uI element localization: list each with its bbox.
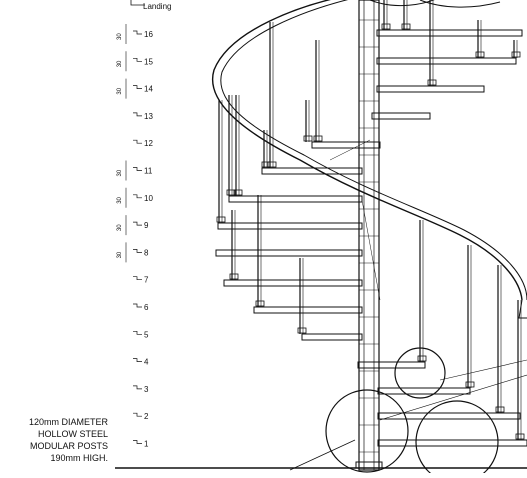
baluster-foot: [297, 327, 307, 334]
dimension-label: 30: [117, 251, 123, 258]
step-number-13: 13: [144, 112, 153, 121]
step-number-5: 5: [144, 330, 149, 339]
baluster-foot: [465, 381, 475, 388]
post-note-line-4: 190mm HIGH.: [50, 453, 108, 463]
step-tick-11: [133, 167, 142, 171]
step-tick-13: [133, 112, 142, 117]
step-tick-9: [133, 221, 142, 226]
baluster-foot: [261, 161, 271, 168]
dimension-label: 30: [117, 224, 123, 231]
stringer-line: [289, 439, 356, 471]
dimension-label: 30: [117, 60, 123, 67]
step-tick-10: [133, 194, 142, 199]
step-number-8: 8: [144, 248, 149, 257]
tread: [253, 306, 363, 314]
baluster-foot: [303, 135, 313, 142]
baluster-foot: [229, 273, 239, 280]
detail-circle: [394, 347, 446, 399]
step-number-16: 16: [144, 30, 153, 39]
tread: [301, 333, 363, 341]
tread: [371, 112, 431, 120]
dimension-label: 30: [117, 33, 123, 40]
baluster-foot: [427, 79, 437, 86]
baluster-foot: [515, 433, 525, 440]
baluster-foot: [495, 406, 505, 413]
tread: [217, 222, 363, 230]
tread: [261, 167, 363, 175]
step-tick-8: [133, 249, 142, 253]
step-number-7: 7: [144, 276, 149, 285]
step-tick-5: [133, 330, 142, 335]
landing-marker: [130, 0, 145, 6]
step-tick-6: [133, 303, 142, 308]
dimension-label: 30: [117, 169, 123, 176]
step-number-2: 2: [144, 412, 149, 421]
handrail: [220, 0, 527, 301]
step-number-15: 15: [144, 57, 153, 66]
tread: [377, 387, 471, 395]
step-tick-16: [133, 30, 142, 35]
step-tick-14: [133, 85, 142, 89]
step-tick-2: [133, 412, 142, 417]
tread: [376, 85, 485, 93]
upper-rail: [419, 0, 501, 8]
landing-label: Landing: [143, 2, 171, 11]
step-tick-12: [133, 139, 142, 144]
detail-circle: [325, 389, 409, 473]
baluster-foot: [381, 23, 391, 30]
tread: [357, 361, 426, 369]
upper-rail: [369, 0, 435, 6]
baluster-foot: [475, 51, 485, 58]
step-tick-1: [133, 440, 142, 444]
post-note-line-1: 120mm DIAMETER: [28, 417, 108, 427]
tread: [377, 439, 527, 447]
baluster-foot: [417, 355, 427, 362]
dimension-label: 30: [117, 196, 123, 203]
post-note-line-2: HOLLOW STEEL: [37, 429, 108, 439]
baluster-foot: [401, 23, 411, 30]
stringer-line: [379, 374, 527, 421]
tread: [223, 279, 363, 287]
baluster-foot: [511, 51, 521, 58]
step-number-1: 1: [144, 440, 149, 449]
step-number-11: 11: [144, 167, 153, 176]
step-tick-15: [133, 57, 142, 62]
central-column: [358, 0, 380, 471]
post-note-line-3: MODULAR POSTS: [29, 441, 108, 451]
base-plate: [355, 461, 383, 469]
step-tick-3: [133, 385, 142, 390]
post-note: 120mm DIAMETER HOLLOW STEEL MODULAR POST…: [4, 416, 108, 464]
tread: [376, 29, 523, 37]
tread: [228, 195, 363, 203]
step-number-14: 14: [144, 85, 153, 94]
baluster-foot: [216, 216, 226, 223]
stringer-line: [329, 139, 371, 161]
dimension-label: 30: [117, 87, 123, 94]
handrail: [211, 0, 523, 301]
baluster-foot: [226, 189, 236, 196]
step-number-3: 3: [144, 385, 149, 394]
baluster-foot: [233, 189, 243, 196]
step-number-6: 6: [144, 303, 149, 312]
step-tick-4: [133, 358, 142, 362]
step-number-4: 4: [144, 358, 149, 367]
step-number-10: 10: [144, 194, 153, 203]
baluster-foot: [255, 300, 265, 307]
tread: [215, 249, 363, 257]
step-tick-7: [133, 276, 142, 281]
stringer-line: [361, 199, 381, 301]
step-number-9: 9: [144, 221, 149, 230]
detail-circle: [415, 400, 499, 478]
stringer-line: [439, 359, 527, 381]
baluster-foot: [313, 135, 323, 142]
tread: [311, 141, 381, 149]
tread: [376, 57, 517, 65]
step-number-12: 12: [144, 139, 153, 148]
handrail-end: [518, 299, 527, 319]
baluster-foot: [267, 161, 277, 168]
